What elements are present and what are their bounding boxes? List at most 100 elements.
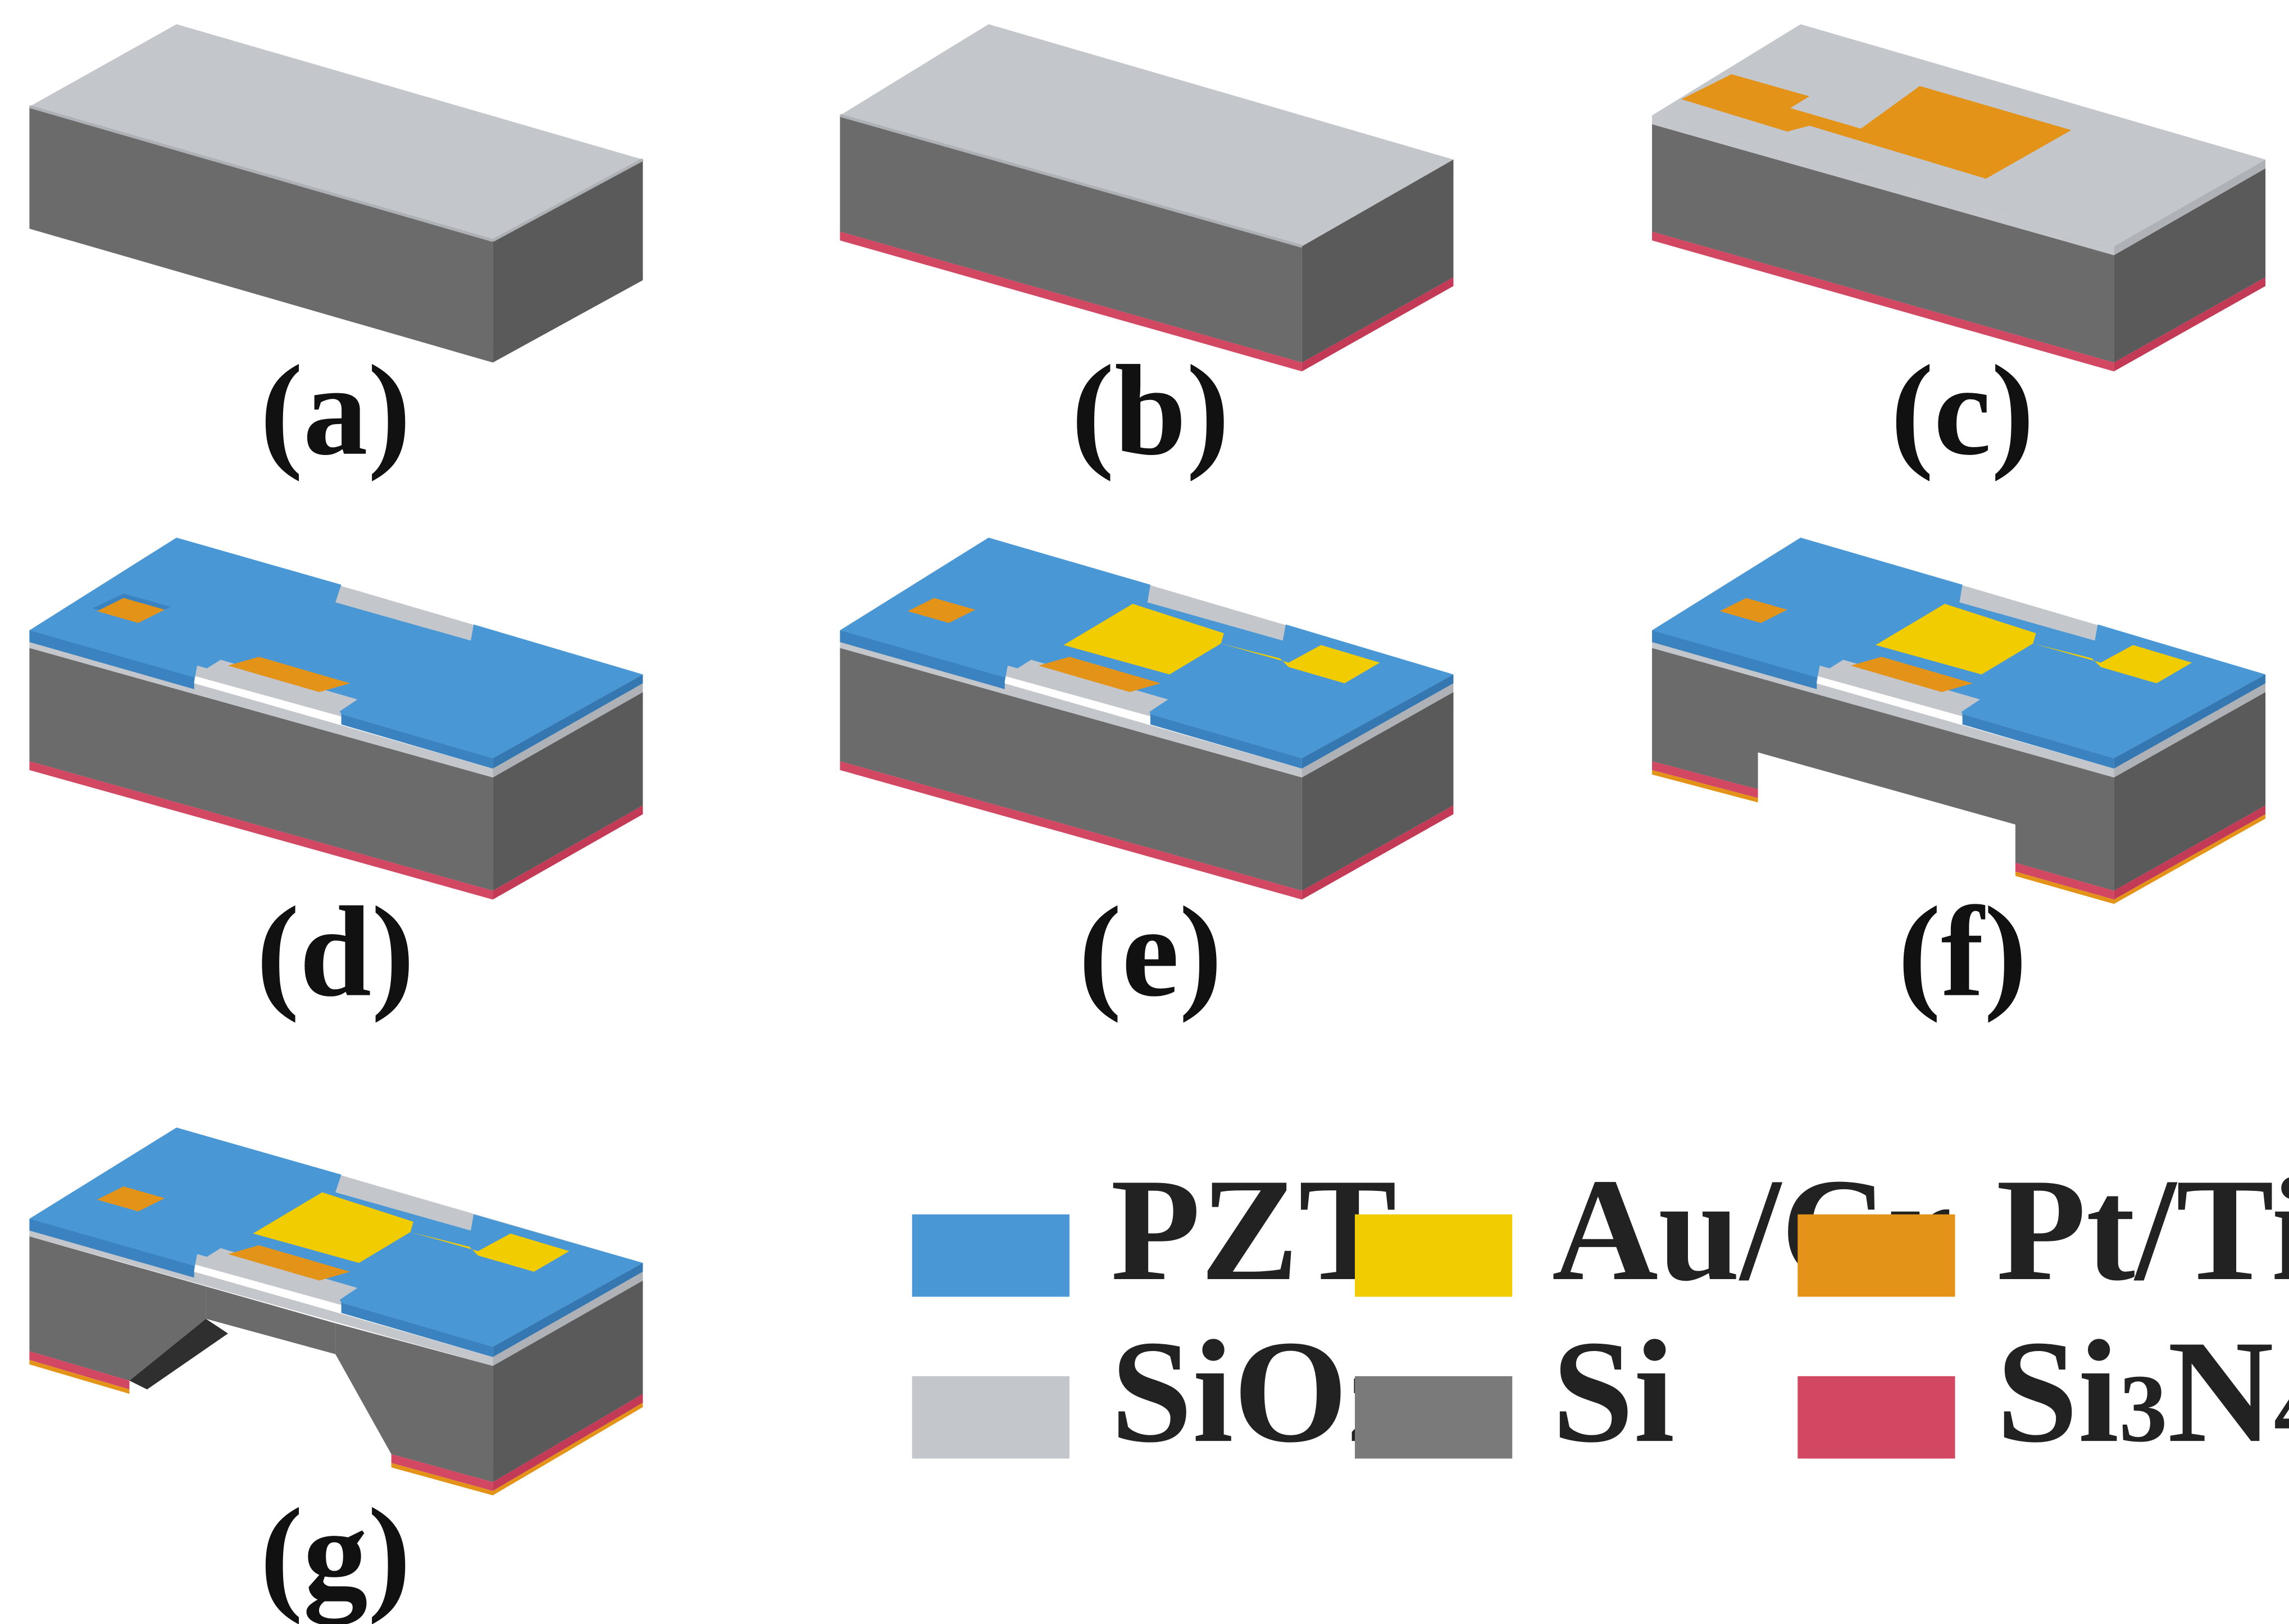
si-front-face xyxy=(29,106,493,363)
pt-ti-via-pad xyxy=(97,598,165,623)
au-cr-electrode xyxy=(1876,603,2192,684)
sio2-edge xyxy=(839,113,1303,248)
panel-b-wafer xyxy=(839,24,1454,372)
pt-ti-strip xyxy=(1850,657,1973,693)
si3n4-side-layer xyxy=(493,1394,643,1491)
legend: PZT Au/Cr Pt/Ti SiO2 Si Si3N4 xyxy=(912,1148,2289,1473)
opening-sio2 xyxy=(197,1248,358,1303)
si3n4-left-foot xyxy=(1652,761,1758,798)
legend-label-si3n4: Si3N4 xyxy=(1996,1310,2289,1473)
sio2-edge-side xyxy=(492,158,644,242)
sio2-edge xyxy=(29,105,494,242)
sio2-side-layer xyxy=(493,683,643,777)
opening-sio2 xyxy=(1007,659,1168,715)
legend-label-pzt: PZT xyxy=(1111,1148,1396,1311)
legend-swatch-si xyxy=(1355,1376,1513,1459)
panel-label-a: (a) xyxy=(260,339,411,482)
si-side-face xyxy=(493,692,643,891)
pt-ti-right-foot xyxy=(391,1402,643,1495)
si3n4-right-foot xyxy=(391,1454,493,1491)
si-front-face xyxy=(1652,124,2114,363)
si-front-face xyxy=(840,115,1302,363)
pzt-side-edge xyxy=(493,1263,643,1357)
pt-ti-strip xyxy=(227,1245,351,1281)
panel-g-device xyxy=(29,1127,643,1495)
pzt-side-edge xyxy=(2114,674,2266,769)
pzt-side-edge xyxy=(493,674,643,769)
legend-swatch-pt-ti xyxy=(1797,1214,1955,1297)
panel-label-c: (c) xyxy=(1891,339,2035,482)
opening-sio2 xyxy=(1819,659,1981,715)
sio2-side-layer xyxy=(493,1271,643,1366)
sio2-side-layer xyxy=(2114,683,2266,777)
panel-c-wafer xyxy=(1652,24,2266,372)
si3n4-front-layer xyxy=(29,761,493,900)
si3n4-side-layer xyxy=(493,805,643,900)
pt-ti-right-foot xyxy=(2015,814,2266,904)
etched-cavity-wall xyxy=(129,1318,228,1390)
panel-label-e: (e) xyxy=(1078,880,1222,1023)
si3n4-front-layer xyxy=(1652,231,2114,372)
pt-ti-via-pad xyxy=(1719,598,1787,623)
panel-f-device xyxy=(1652,538,2266,904)
panel-label-d: (d) xyxy=(256,880,415,1023)
panel-label-f: (f) xyxy=(1897,880,2027,1023)
pzt-front-edge xyxy=(29,630,194,689)
pzt-front-edge xyxy=(1652,630,1817,689)
pt-ti-strip xyxy=(227,657,351,693)
si-front-face xyxy=(840,648,1302,891)
pzt-layer xyxy=(29,538,643,758)
si-front-face-right xyxy=(335,1323,493,1482)
legend-label-si: Si xyxy=(1552,1310,1674,1473)
panel-e-device xyxy=(840,538,1454,900)
legend-swatch-sio2 xyxy=(912,1376,1070,1459)
si-side-face xyxy=(1302,692,1454,891)
pzt-front-edge xyxy=(341,1302,493,1357)
si-front-face-bridge xyxy=(206,1286,336,1354)
pt-ti-electrode xyxy=(1681,74,2072,179)
pt-ti-left-foot xyxy=(29,1360,130,1394)
pzt-front-edge xyxy=(1962,714,2114,769)
opening-sio2 xyxy=(197,659,358,715)
pt-ti-left-foot xyxy=(1652,770,1758,803)
au-cr-electrode xyxy=(1063,603,1380,684)
sio2-top-face xyxy=(840,24,1454,247)
si-front-face xyxy=(29,648,493,891)
panel-label-b: (b) xyxy=(1071,339,1230,482)
legend-swatch-si3n4 xyxy=(1797,1376,1955,1459)
legend-swatch-pzt xyxy=(912,1214,1070,1297)
si-front-face xyxy=(1652,648,2114,891)
panel-a-wafer xyxy=(29,24,644,363)
pzt-front-edge xyxy=(341,714,493,769)
si3n4-side-layer xyxy=(1302,277,1454,372)
si3n4-front-layer xyxy=(840,761,1302,900)
si3n4-left-foot xyxy=(29,1351,130,1390)
si3n4-side-layer xyxy=(2114,805,2266,900)
sio2-side-layer xyxy=(1302,683,1454,777)
pt-ti-via-pad xyxy=(907,598,976,623)
pzt-side-edge xyxy=(1302,674,1454,769)
legend-label-pt-ti: Pt/Ti xyxy=(1996,1148,2289,1311)
pt-ti-strip xyxy=(1038,657,1161,693)
si3n4-front-layer xyxy=(840,231,1302,372)
si3n4-side-layer xyxy=(2114,277,2266,372)
pt-ti-via-pad xyxy=(97,1186,165,1212)
sio2-top-face xyxy=(29,24,643,241)
si-side-face xyxy=(2114,692,2266,891)
pzt-front-edge xyxy=(29,1218,194,1278)
si-side-face xyxy=(493,160,643,363)
si-side-face xyxy=(2114,168,2266,363)
si-side-face xyxy=(1302,160,1454,363)
sio2-front-layer xyxy=(1652,115,2114,256)
panel-d-device xyxy=(29,538,643,900)
si-side-face xyxy=(493,1280,643,1482)
legend-swatch-au-cr xyxy=(1355,1214,1513,1297)
panel-label-g: (g) xyxy=(260,1482,411,1624)
si-front-face-left xyxy=(29,1236,206,1381)
legend-label-sio2: SiO2 xyxy=(1111,1310,1396,1473)
si3n4-side-layer xyxy=(1302,805,1454,900)
pzt-front-edge xyxy=(840,630,1005,689)
pzt-front-edge xyxy=(1150,714,1302,769)
si3n4-right-foot xyxy=(2015,862,2114,900)
